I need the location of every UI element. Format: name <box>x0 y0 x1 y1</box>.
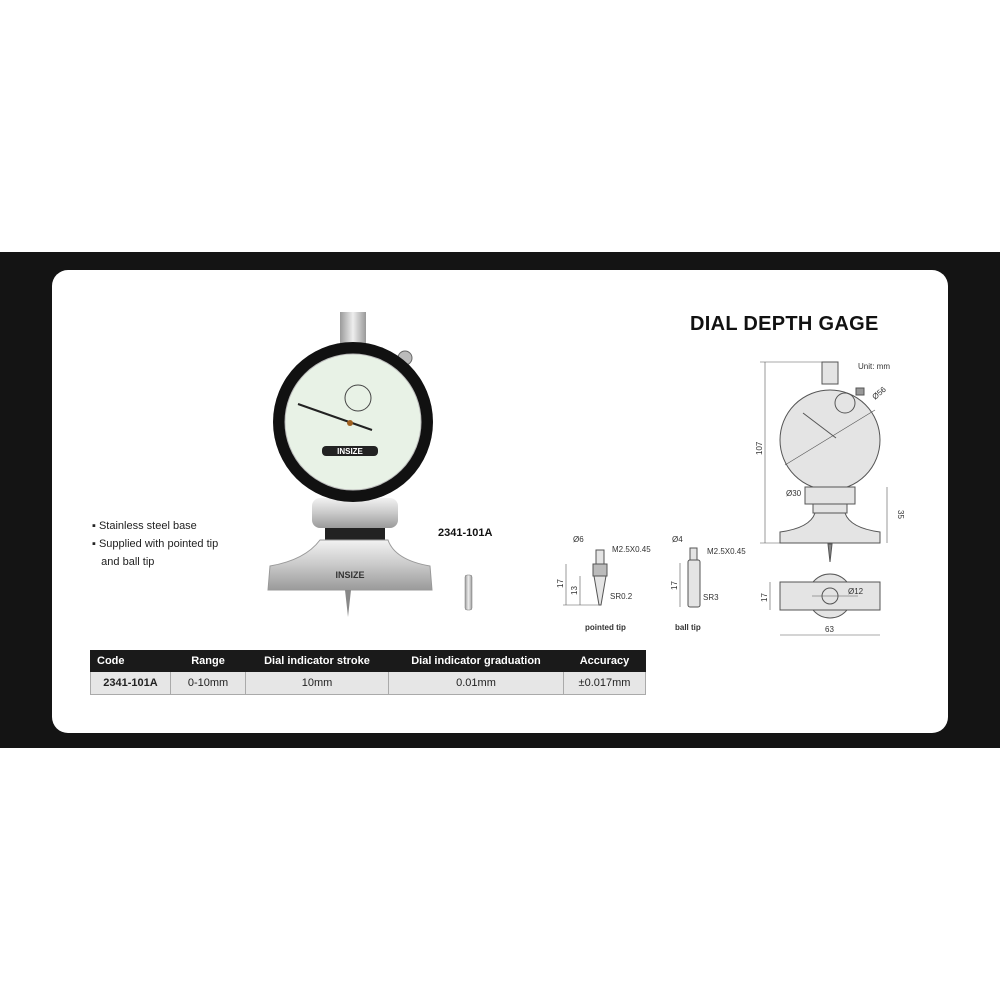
feature-item: ▪ Stainless steel base <box>92 520 197 532</box>
feature-item: and ball tip <box>101 556 155 568</box>
table-row: 2341-101A 0-10mm 10mm 0.01mm ±0.017mm <box>90 671 646 695</box>
svg-text:17: 17 <box>760 593 769 602</box>
svg-text:17: 17 <box>556 579 565 588</box>
svg-text:M2.5X0.45: M2.5X0.45 <box>612 545 651 554</box>
product-title: DIAL DEPTH GAGE <box>690 313 879 335</box>
svg-text:Ø6: Ø6 <box>573 535 584 544</box>
dial-gage-photo: INSIZE INSIZE <box>267 312 473 617</box>
technical-drawing <box>563 361 888 636</box>
cell-code: 2341-101A <box>90 671 171 695</box>
svg-text:pointed tip: pointed tip <box>585 623 626 632</box>
col-range: Range <box>170 650 246 672</box>
svg-text:107: 107 <box>755 441 764 455</box>
col-code: Code <box>90 650 171 672</box>
svg-text:17: 17 <box>670 581 679 590</box>
svg-text:Ø30: Ø30 <box>786 489 802 498</box>
cell-accuracy: ±0.017mm <box>563 671 646 695</box>
svg-text:Ø12: Ø12 <box>848 587 864 596</box>
cell-graduation: 0.01mm <box>388 671 564 695</box>
brand-logo-dial: INSIZE <box>337 447 363 456</box>
brand-logo-base: INSIZE <box>335 570 364 580</box>
svg-text:Ø56: Ø56 <box>871 385 889 402</box>
svg-text:13: 13 <box>570 586 579 595</box>
svg-text:M2.5X0.45: M2.5X0.45 <box>707 547 746 556</box>
svg-text:35: 35 <box>896 510 905 519</box>
svg-text:SR3: SR3 <box>703 593 719 602</box>
cell-range: 0-10mm <box>170 671 246 695</box>
feature-item: ▪ Supplied with pointed tip <box>92 538 219 550</box>
svg-text:63: 63 <box>825 625 834 634</box>
svg-text:Unit: mm: Unit: mm <box>858 362 890 371</box>
table-header-row: Code Range Dial indicator stroke Dial in… <box>90 650 646 672</box>
model-code: 2341-101A <box>438 527 493 539</box>
ball-tip-photo <box>464 574 473 611</box>
cell-stroke: 10mm <box>245 671 389 695</box>
col-stroke: Dial indicator stroke <box>245 650 389 672</box>
feature-list: ▪ Stainless steel base ▪ Supplied with p… <box>92 517 218 571</box>
svg-text:ball tip: ball tip <box>675 623 701 632</box>
col-graduation: Dial indicator graduation <box>388 650 564 672</box>
drawing-labels: Unit: mm Ø56 107 Ø30 35 17 Ø12 63 Ø6 M2.… <box>556 362 905 634</box>
svg-text:SR0.2: SR0.2 <box>610 592 633 601</box>
col-accuracy: Accuracy <box>563 650 646 672</box>
spec-table: Code Range Dial indicator stroke Dial in… <box>90 650 646 695</box>
svg-text:Ø4: Ø4 <box>672 535 683 544</box>
